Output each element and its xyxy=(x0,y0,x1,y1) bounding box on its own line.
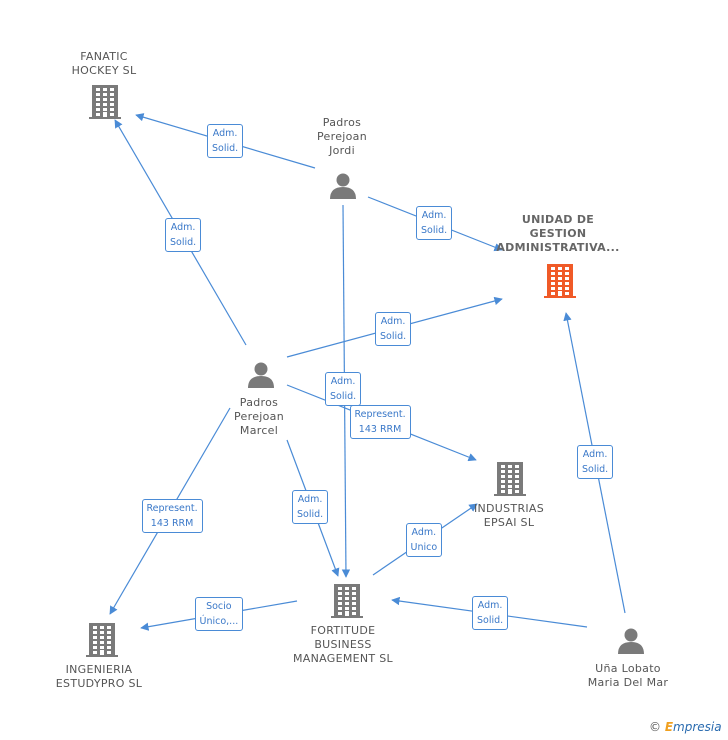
nodes-layer xyxy=(86,85,644,657)
brand-initial: E xyxy=(664,720,674,734)
edge-label-marcel-unidad[interactable]: Adm. Solid. xyxy=(375,312,412,346)
building-icon-industrias[interactable] xyxy=(494,462,526,496)
node-label-ingenieria[interactable]: INGENIERIA ESTUDYPRO SL xyxy=(55,663,143,690)
person-icon-jordi[interactable] xyxy=(330,173,356,200)
edge-label-una-unidad[interactable]: Adm. Solid. xyxy=(577,445,614,479)
credit: © Empresia xyxy=(649,720,722,734)
building-icon-fanatic[interactable] xyxy=(89,85,121,119)
node-label-jordi[interactable]: Padros Perejoan Jordi xyxy=(317,116,367,157)
node-label-fortitude[interactable]: FORTITUDE BUSINESS MANAGEMENT SL xyxy=(293,624,393,665)
edge-label-fortitude-industrias[interactable]: Adm. Unico xyxy=(405,523,443,557)
edge-label-jordi-fortitude[interactable]: Adm. Solid. xyxy=(325,372,362,406)
edge-label-una-fortitude[interactable]: Adm. Solid. xyxy=(472,596,509,630)
edge-label-marcel-ingenieria[interactable]: Represent. 143 RRM xyxy=(141,499,203,533)
edge-label-marcel-industrias[interactable]: Represent. 143 RRM xyxy=(349,405,411,439)
node-label-fanatic[interactable]: FANATIC HOCKEY SL xyxy=(71,50,137,77)
copyright-icon: © xyxy=(649,720,661,734)
edge-label-marcel-fortitude[interactable]: Adm. Solid. xyxy=(292,490,329,524)
node-label-una[interactable]: Uña Lobato Maria Del Mar xyxy=(587,662,669,689)
edge-label-jordi-fanatic[interactable]: Adm. Solid. xyxy=(207,124,244,158)
building-icon-ingenieria[interactable] xyxy=(86,623,118,657)
edge-label-fortitude-ingenieria[interactable]: Socio Único,... xyxy=(194,597,244,631)
node-label-industrias[interactable]: INDUSTRIAS EPSAI SL xyxy=(473,502,545,529)
person-icon-marcel[interactable] xyxy=(248,362,274,389)
person-icon-una[interactable] xyxy=(618,628,644,655)
brand-name: mpresia xyxy=(673,720,722,734)
building-icon-unidad[interactable] xyxy=(544,264,576,298)
edge-label-marcel-fanatic[interactable]: Adm. Solid. xyxy=(165,218,202,252)
node-label-marcel[interactable]: Padros Perejoan Marcel xyxy=(234,396,284,437)
edges-layer xyxy=(109,113,626,631)
building-icon-fortitude[interactable] xyxy=(331,584,363,618)
node-label-unidad[interactable]: UNIDAD DE GESTION ADMINISTRATIVA... xyxy=(496,213,620,254)
edge-label-jordi-unidad[interactable]: Adm. Solid. xyxy=(416,206,453,240)
